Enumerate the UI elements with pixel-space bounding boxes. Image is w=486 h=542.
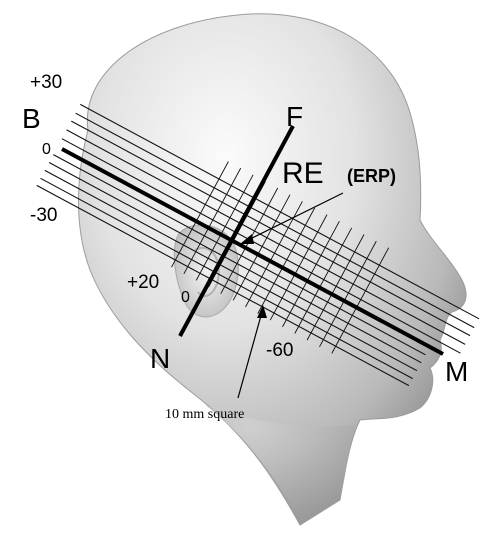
erp-arrow-line: [247, 192, 344, 241]
square-arrow-head: [257, 305, 267, 318]
grid-line: [195, 174, 254, 281]
bm-axis-line: [61, 147, 444, 356]
grid-line: [319, 240, 377, 348]
grid-line: [294, 227, 353, 334]
grid-line: [171, 161, 229, 268]
neck-shape: [205, 405, 355, 525]
label-plus-30: +30: [30, 72, 62, 93]
label-re: RE: [282, 157, 324, 190]
plane-line: [44, 169, 418, 372]
grid-line: [257, 207, 316, 314]
grid-line: [282, 220, 340, 328]
label-b: B: [22, 103, 41, 134]
grid-line: [232, 194, 291, 301]
plane-line: [80, 103, 480, 320]
label-n: N: [150, 343, 170, 374]
label-minus-30: -30: [30, 205, 57, 226]
plane-line: [53, 154, 426, 356]
plane-line: [75, 112, 475, 329]
nf-axis-line: [178, 125, 295, 337]
plane-line: [48, 162, 422, 364]
ear-inner: [194, 247, 220, 297]
grid-line: [306, 234, 365, 341]
plane-line: [66, 129, 466, 345]
square-arrow-line: [237, 311, 263, 399]
erp-arrow-head: [240, 234, 254, 244]
grid-line: [245, 201, 303, 308]
label-minus-60: -60: [266, 340, 293, 361]
label-b-zero: 0: [42, 141, 51, 158]
grid-line: [269, 214, 328, 321]
plane-line: [61, 138, 461, 354]
label-square-note: 10 mm square: [165, 407, 244, 422]
label-plus-20: +20: [127, 272, 159, 293]
grid-line: [183, 167, 242, 275]
label-f: F: [286, 101, 303, 132]
ear-shape: [173, 224, 239, 318]
grid-line: [331, 247, 390, 354]
label-zero: 0: [181, 289, 190, 306]
plane-line: [40, 177, 413, 380]
plane-line: [36, 184, 410, 387]
label-m: M: [445, 356, 468, 387]
label-erp: (ERP): [347, 166, 396, 186]
